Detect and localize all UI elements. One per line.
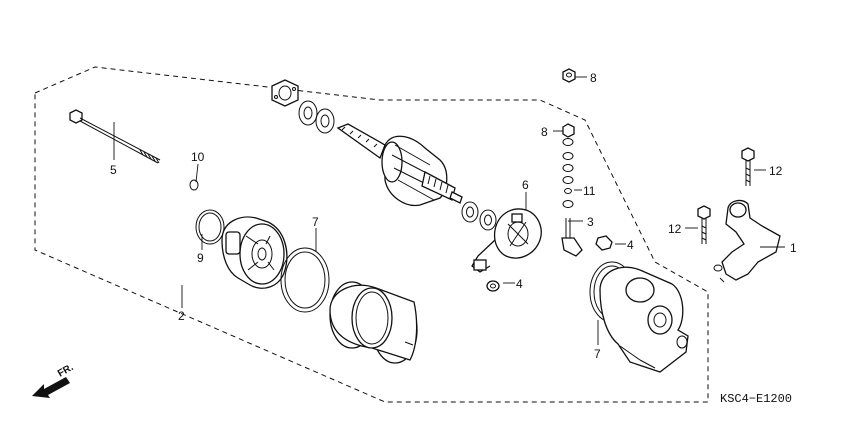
small-o-ring xyxy=(189,179,199,191)
terminal-stack xyxy=(561,123,583,257)
callout-7-left: 7 xyxy=(312,215,319,229)
callout-7-right: 7 xyxy=(594,347,601,361)
diagram-code: KSC4−E1200 xyxy=(720,392,792,406)
callout-1: 1 xyxy=(790,241,797,255)
through-bolt xyxy=(69,109,161,164)
callouts: 1 2 3 4 4 5 6 7 7 8 8 9 10 11 12 12 xyxy=(110,71,797,361)
brush-holder xyxy=(471,208,542,273)
small-nut-right xyxy=(595,235,613,251)
callout-9: 9 xyxy=(197,251,204,265)
small-nut-lower xyxy=(486,280,500,292)
large-o-ring-left xyxy=(280,247,330,313)
callout-6: 6 xyxy=(522,178,529,192)
callout-8-stack: 8 xyxy=(541,125,548,139)
callout-11: 11 xyxy=(583,184,596,198)
armature-washers xyxy=(298,100,497,231)
top-nut xyxy=(562,68,576,83)
callout-12-upper: 12 xyxy=(769,164,783,178)
callout-8-top: 8 xyxy=(590,71,597,85)
front-indicator-label: FR. xyxy=(56,362,76,380)
front-o-ring xyxy=(195,209,225,245)
callout-5: 5 xyxy=(110,163,117,177)
bracket xyxy=(713,199,781,283)
callout-12-lower: 12 xyxy=(668,222,682,236)
callout-4-right: 4 xyxy=(627,238,634,252)
armature xyxy=(336,123,463,207)
front-cover xyxy=(221,216,288,289)
callout-2: 2 xyxy=(178,309,185,323)
callout-4-lower: 4 xyxy=(516,277,523,291)
assembly-boundary xyxy=(34,66,709,403)
mount-bolt-lower xyxy=(697,205,711,244)
mount-bolt-upper xyxy=(741,147,755,186)
leader-lines xyxy=(113,76,785,345)
rear-cover xyxy=(599,266,689,373)
starter-case xyxy=(329,281,418,364)
front-arrow: FR. xyxy=(32,362,76,398)
callout-10: 10 xyxy=(191,150,205,164)
callout-3: 3 xyxy=(587,215,594,229)
rear-plate xyxy=(271,79,299,107)
